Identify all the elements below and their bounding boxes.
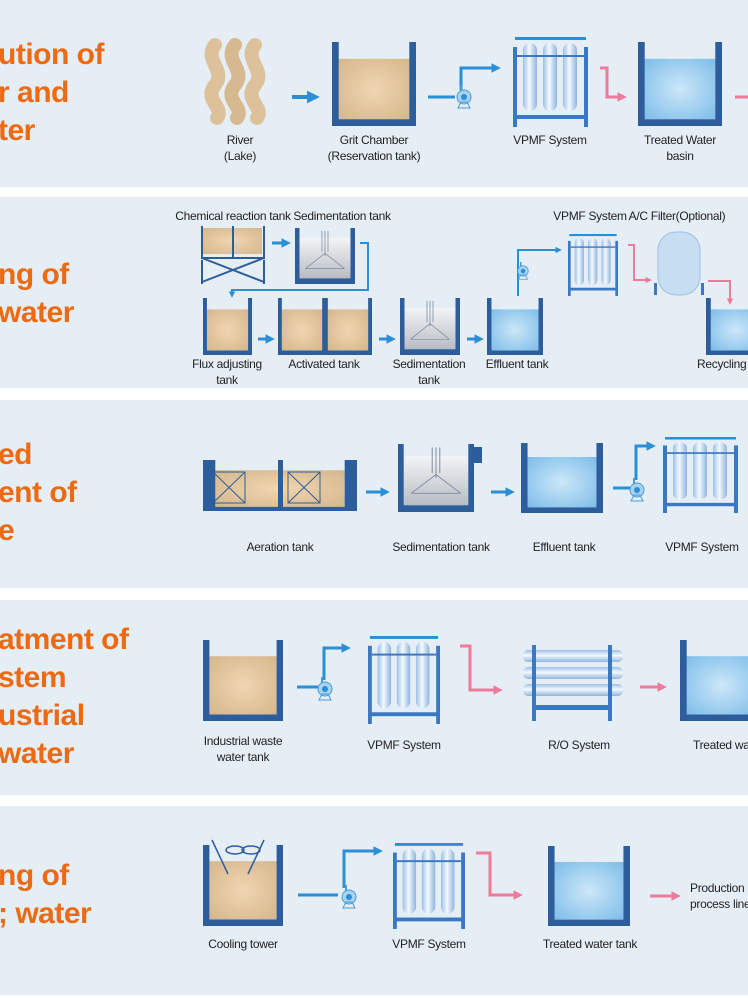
aeration-tank <box>203 460 357 511</box>
pump-icon <box>341 885 357 909</box>
treated-arrow <box>600 66 627 102</box>
treated-arrow <box>476 851 523 900</box>
outlet-pipe <box>474 447 482 463</box>
treated-arrow <box>628 244 652 284</box>
pipe-arrow <box>297 648 348 689</box>
label-effluent-tank: Effluent tank <box>485 357 549 371</box>
treated-water-tank <box>680 640 748 721</box>
label-ac-filter: A/C Filter(Optional) <box>628 209 726 223</box>
label-vpmf: VPMF System <box>553 209 627 223</box>
ro-system-icon <box>523 645 623 721</box>
vpmf-icon <box>663 437 738 513</box>
pump-icon <box>317 677 333 701</box>
pipe-arrow <box>517 246 562 296</box>
section-5-title: ng of; water <box>0 859 92 930</box>
effluent-tank <box>487 298 543 355</box>
ac-filter-icon <box>654 231 704 296</box>
pump-icon <box>456 85 472 109</box>
label-recycling-tank: Recycling t <box>697 357 748 371</box>
label-grit-chamber: Grit Chamber(Reservation tank) <box>327 133 421 163</box>
label-chemical-reaction-tank: Chemical reaction tank <box>175 209 291 223</box>
label-vpmf: VPMF System <box>392 937 466 951</box>
pump-icon <box>629 478 645 502</box>
pipe-arrow <box>613 446 653 490</box>
label-activated-tank: Activated tank <box>288 357 360 371</box>
label-treated-water: Treated wat <box>693 738 748 752</box>
section-2-band <box>0 197 748 388</box>
treated-arrow <box>460 644 503 695</box>
label-vpmf: VPMF System <box>665 540 739 554</box>
label-aeration-tank: Aeration tank <box>246 540 314 554</box>
flux-adjusting-tank <box>203 298 252 355</box>
label-river: River(Lake) <box>223 133 257 163</box>
section-3-band <box>0 400 748 588</box>
activated-tank-1 <box>278 298 326 355</box>
grit-chamber-tank <box>332 42 416 126</box>
label-treated-water-tank: Treated water tank <box>542 937 638 951</box>
treated-water-basin <box>638 42 722 126</box>
cooling-tower-icon <box>203 839 283 926</box>
pipe-arrow <box>428 68 498 99</box>
sedimentation-tank-top <box>295 228 355 284</box>
industrial-waste-water-tank <box>203 640 283 721</box>
vpmf-icon <box>568 234 618 296</box>
treated-arrow <box>708 280 734 305</box>
label-sedimentation-tank: Sedimentation tank <box>392 540 490 554</box>
sedimentation-tank <box>398 444 474 512</box>
label-sedimentation-tank-top: Sedimentation tank <box>293 209 391 223</box>
chemical-reaction-tank <box>201 226 265 284</box>
vpmf-icon <box>368 636 440 724</box>
recycling-tank <box>706 298 748 355</box>
pipe-arrow <box>228 242 369 298</box>
sedimentation-tank-bottom <box>400 298 460 355</box>
effluent-tank <box>521 443 603 513</box>
section-4-band <box>0 600 748 795</box>
activated-tank-2 <box>324 298 372 355</box>
label-vpmf: VPMF System <box>513 133 587 147</box>
label-ro-system: R/O System <box>548 738 610 752</box>
pump-icon <box>517 262 529 280</box>
vpmf-icon <box>513 37 588 127</box>
vpmf-icon <box>393 843 465 929</box>
label-vpmf: VPMF System <box>367 738 441 752</box>
treated-water-tank <box>548 846 630 926</box>
label-effluent-tank: Effluent tank <box>532 540 596 554</box>
pipe-arrow <box>298 851 380 897</box>
label-cooling-tower: Cooling tower <box>208 937 278 951</box>
river-icon <box>204 38 266 125</box>
